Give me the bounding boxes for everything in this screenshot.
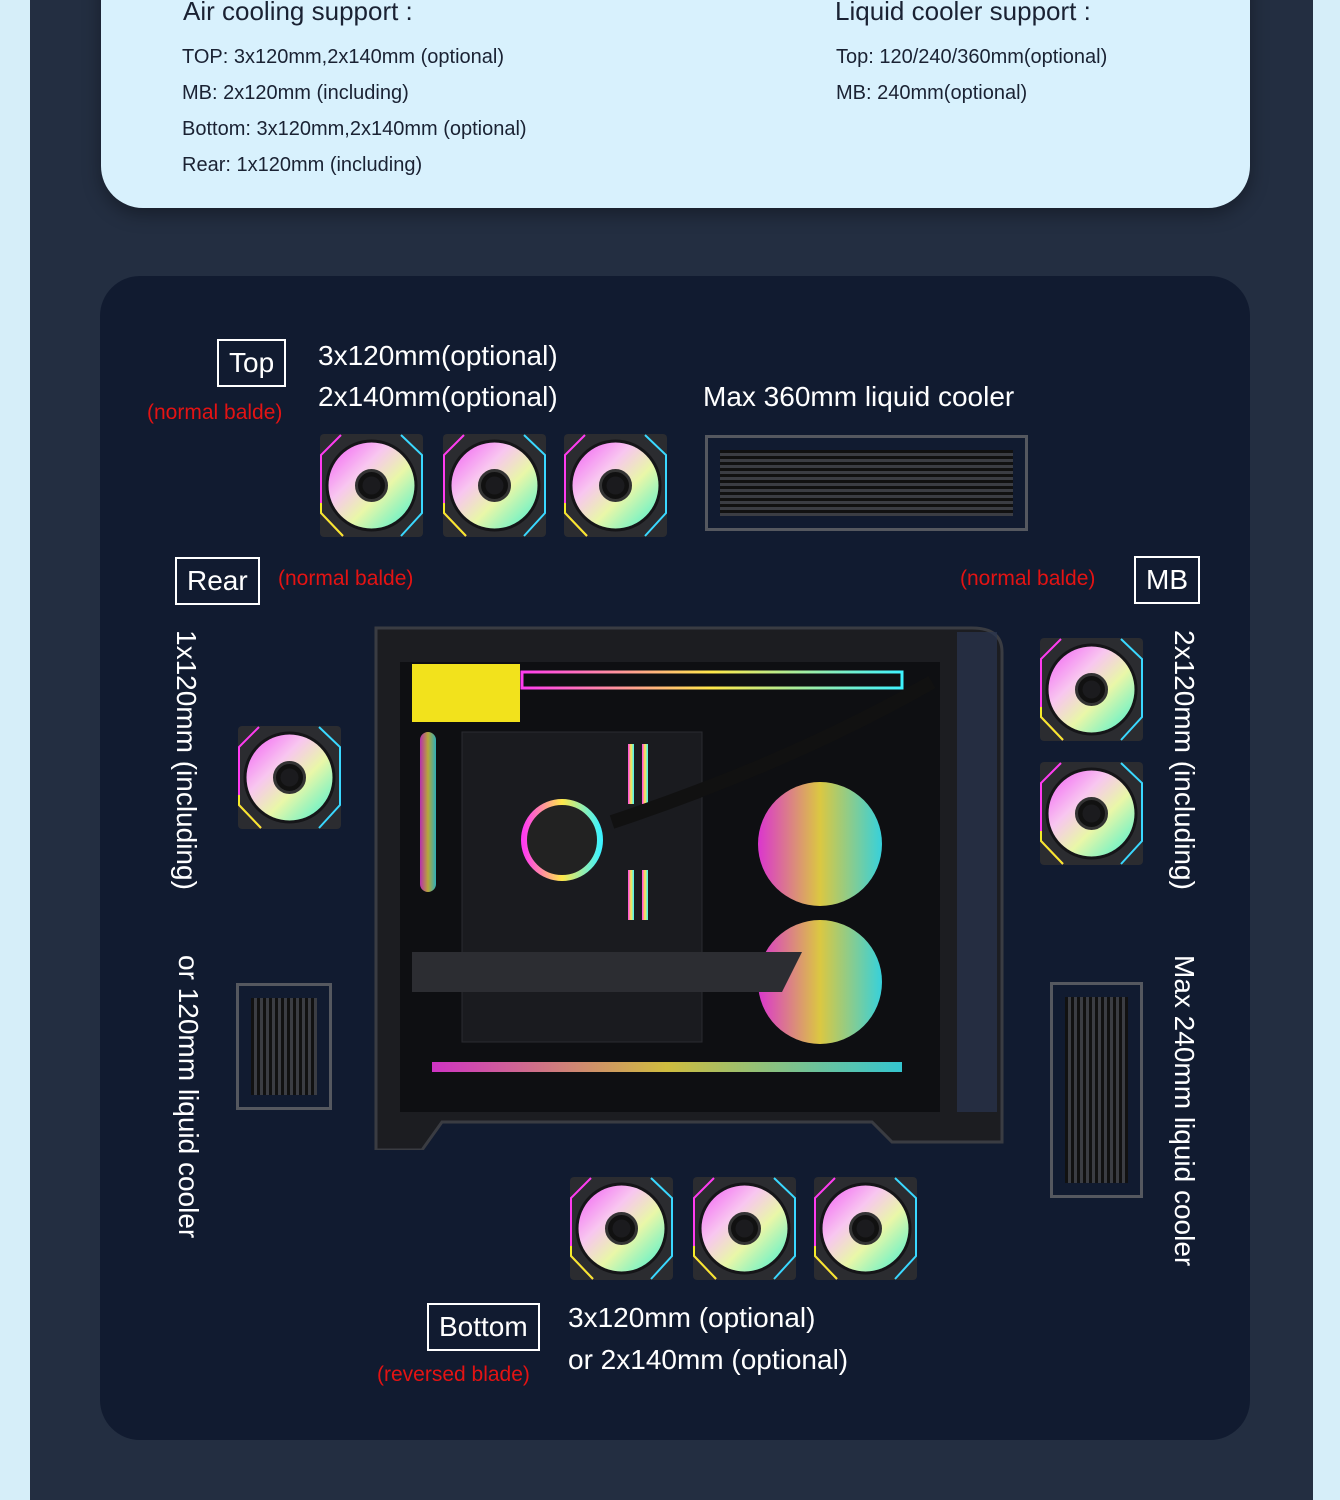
- mb-fans-text: 2x120mm (including): [1169, 630, 1200, 890]
- rear-label: Rear: [175, 557, 260, 605]
- bottom-label: Bottom: [427, 1303, 540, 1351]
- fan-icon: [692, 1176, 797, 1281]
- fan-icon: [813, 1176, 918, 1281]
- fan-icon: [1039, 761, 1144, 866]
- pc-case-image: [372, 622, 1004, 1152]
- fan-icon: [442, 433, 547, 538]
- radiator-120-icon: [236, 983, 332, 1110]
- top-cooler-text: Max 360mm liquid cooler: [703, 381, 1015, 412]
- mb-label: MB: [1134, 556, 1200, 604]
- fan-icon: [569, 1176, 674, 1281]
- air-line: Rear: 1x120mm (including): [182, 154, 423, 176]
- air-title: Air cooling support :: [183, 0, 413, 26]
- rear-fans-text: 1x120mm (including): [171, 630, 202, 890]
- fan-icon: [237, 725, 342, 830]
- top-blade-note: (normal balde): [147, 401, 283, 424]
- liquid-title: Liquid cooler support :: [835, 0, 1091, 26]
- mb-blade-note: (normal balde): [960, 567, 1096, 590]
- mb-cooler-text: Max 240mm liquid cooler: [1169, 955, 1200, 1267]
- radiator-360-icon: [705, 435, 1028, 531]
- air-line: Bottom: 3x120mm,2x140mm (optional): [182, 118, 527, 140]
- bottom-fans-line2: or 2x140mm (optional): [568, 1344, 849, 1375]
- top-fans-line2: 2x140mm(optional): [318, 381, 558, 412]
- air-line: TOP: 3x120mm,2x140mm (optional): [182, 46, 504, 68]
- top-fans-line1: 3x120mm(optional): [318, 340, 558, 371]
- rear-blade-note: (normal balde): [278, 567, 414, 590]
- support-card: Air cooling support : TOP: 3x120mm,2x140…: [101, 0, 1250, 208]
- rear-cooler-text: or 120mm liquid cooler: [173, 955, 204, 1239]
- liquid-line: MB: 240mm(optional): [836, 82, 1028, 104]
- air-line: MB: 2x120mm (including): [182, 82, 409, 104]
- top-label: Top: [217, 339, 287, 387]
- bottom-fans-line1: 3x120mm (optional): [568, 1302, 816, 1333]
- fan-icon: [563, 433, 668, 538]
- fan-icon: [1039, 637, 1144, 742]
- bottom-blade-note: (reversed blade): [377, 1363, 530, 1386]
- liquid-line: Top: 120/240/360mm(optional): [836, 46, 1108, 68]
- radiator-240-icon: [1050, 982, 1143, 1198]
- fan-icon: [319, 433, 424, 538]
